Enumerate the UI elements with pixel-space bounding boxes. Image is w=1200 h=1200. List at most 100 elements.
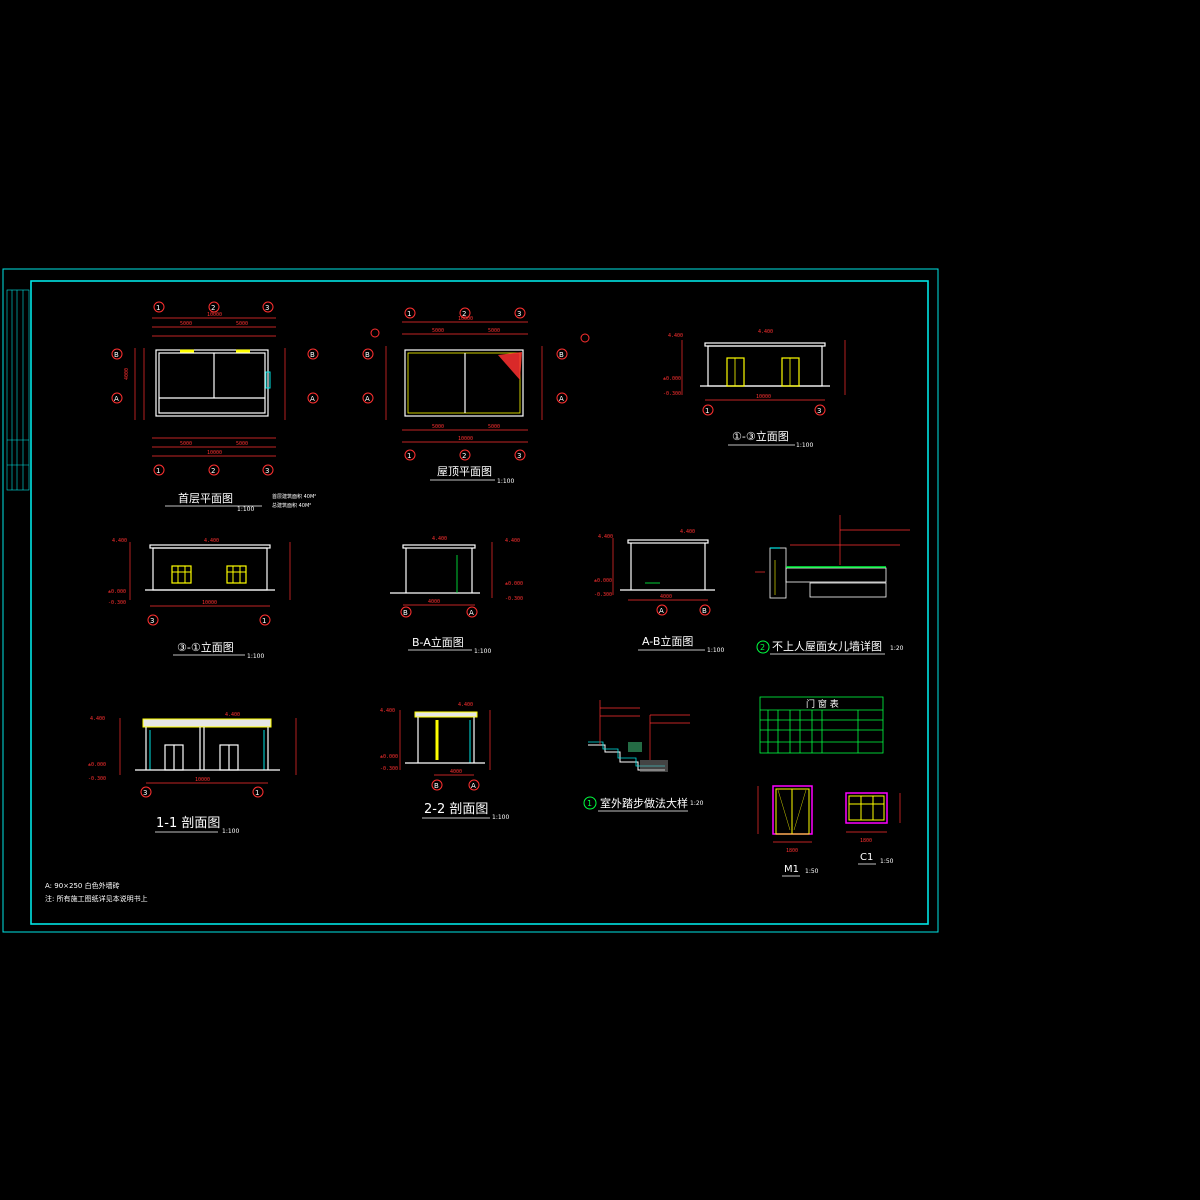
note-line-2: 注: 所有施工图纸详见本说明书上: [45, 894, 148, 903]
ground-plan: 1 2 3 10000 5000 5000 B A B A 4000 5: [111, 301, 319, 513]
step-detail: 1 室外踏步做法大样 1:20: [583, 700, 704, 812]
svg-text:2: 2: [760, 643, 765, 652]
svg-text:4000: 4000: [450, 769, 462, 775]
svg-text:10000: 10000: [202, 600, 217, 606]
svg-text:4.400: 4.400: [380, 708, 395, 714]
svg-text:1:100: 1:100: [222, 828, 239, 835]
svg-text:3: 3: [517, 452, 521, 460]
svg-text:5000: 5000: [432, 424, 444, 430]
svg-text:4.400: 4.400: [505, 538, 520, 544]
svg-text:4.400: 4.400: [598, 534, 613, 540]
svg-text:B: B: [559, 351, 564, 359]
elevation-b-a: 4.400 4.400 ±0.000 -0.300 4000 B A B-A立面…: [390, 536, 523, 655]
svg-text:1: 1: [255, 789, 259, 797]
parapet-detail: 2 不上人屋面女儿墙详图 1:20: [755, 515, 910, 655]
door-window-table: [759, 696, 884, 754]
svg-text:±0.000: ±0.000: [88, 762, 106, 768]
elev-a-b-title: A-B立面图: [642, 634, 693, 648]
svg-text:10000: 10000: [207, 312, 222, 318]
grid-3-top: 3: [265, 304, 269, 312]
svg-text:4000: 4000: [660, 594, 672, 600]
door-m1: 1800 M1 1:50: [757, 785, 819, 877]
outer-frame: [2, 268, 939, 933]
parapet-title: 不上人屋面女儿墙详图: [772, 639, 882, 653]
svg-text:10000: 10000: [756, 394, 771, 400]
svg-text:-0.300: -0.300: [594, 592, 612, 598]
grid-2-top: 2: [211, 304, 215, 312]
svg-text:1: 1: [156, 467, 160, 475]
ground-plan-title: 首层平面图: [178, 491, 233, 505]
c1-title: C1: [860, 852, 873, 863]
grid-1-top: 1: [156, 304, 160, 312]
elevation-1-3: 4.400 4.400 ±0.000 -0.300 10000 1 3 ①-③立…: [663, 329, 846, 449]
svg-text:5000: 5000: [236, 321, 248, 327]
svg-text:-0.300: -0.300: [380, 766, 398, 772]
svg-text:5000: 5000: [236, 441, 248, 447]
elevation-3-1: 4.400 4.400 ±0.000 -0.300 10000 3 1 ③-①立…: [108, 538, 291, 660]
elevation-a-b: 4.400 4.400 ±0.000 -0.300 4000 A B A-B立面…: [594, 529, 724, 654]
svg-text:4.400: 4.400: [458, 702, 473, 708]
elev-1-3-title: ①-③立面图: [732, 429, 789, 443]
svg-text:2: 2: [462, 310, 466, 318]
svg-text:B: B: [310, 351, 315, 359]
left-title-strip: [6, 289, 30, 491]
svg-text:1:100: 1:100: [707, 647, 724, 654]
svg-text:1:50: 1:50: [805, 868, 819, 875]
svg-text:10000: 10000: [195, 777, 210, 783]
svg-text:1:100: 1:100: [237, 506, 254, 513]
svg-text:4000: 4000: [124, 368, 130, 380]
svg-text:5000: 5000: [488, 424, 500, 430]
svg-text:±0.000: ±0.000: [108, 589, 126, 595]
svg-text:±0.000: ±0.000: [663, 376, 681, 382]
svg-text:3: 3: [517, 310, 521, 318]
svg-text:5000: 5000: [180, 321, 192, 327]
svg-text:-0.300: -0.300: [88, 776, 106, 782]
roof-plan: 1 2 3 10000 5000 5000 B A B A 5000 5000 …: [362, 307, 590, 485]
svg-text:4.400: 4.400: [90, 716, 105, 722]
svg-text:±0.000: ±0.000: [380, 754, 398, 760]
svg-text:4.400: 4.400: [758, 329, 773, 335]
svg-text:10000: 10000: [207, 450, 222, 456]
svg-text:4000: 4000: [428, 599, 440, 605]
svg-text:A: A: [559, 395, 564, 403]
svg-text:1:20: 1:20: [690, 800, 704, 807]
svg-text:10000: 10000: [458, 436, 473, 442]
section-2-2-title: 2-2 剖面图: [424, 802, 488, 817]
svg-text:B: B: [403, 609, 408, 617]
svg-text:3: 3: [817, 407, 821, 415]
svg-text:1:100: 1:100: [247, 653, 264, 660]
svg-text:1800: 1800: [786, 848, 798, 854]
svg-text:±0.000: ±0.000: [594, 578, 612, 584]
area-note-2: 总建筑面积 40M²: [272, 502, 311, 509]
svg-text:A: A: [471, 782, 476, 790]
svg-text:1:50: 1:50: [880, 858, 894, 865]
svg-text:A: A: [365, 395, 370, 403]
svg-text:A: A: [469, 609, 474, 617]
svg-text:1:100: 1:100: [492, 814, 509, 821]
svg-text:4.400: 4.400: [668, 333, 683, 339]
svg-text:1: 1: [262, 617, 266, 625]
svg-text:A: A: [659, 607, 664, 615]
svg-text:B: B: [365, 351, 370, 359]
svg-text:2: 2: [462, 452, 466, 460]
svg-text:2: 2: [211, 467, 215, 475]
svg-text:B: B: [114, 351, 119, 359]
note-line-1: A: 90×250 白色外墙砖: [45, 881, 120, 890]
section-2-2: 4.400 4.400 ±0.000 -0.300 4000 B A 2-2 剖…: [380, 702, 509, 821]
svg-text:-0.300: -0.300: [108, 600, 126, 606]
svg-text:5000: 5000: [432, 328, 444, 334]
svg-text:1: 1: [587, 799, 592, 808]
svg-text:1:100: 1:100: [474, 648, 491, 655]
svg-text:1:100: 1:100: [796, 442, 813, 449]
svg-text:1: 1: [407, 310, 411, 318]
svg-text:A: A: [114, 395, 119, 403]
elev-3-1-title: ③-①立面图: [177, 640, 234, 654]
svg-text:1800: 1800: [860, 838, 872, 844]
svg-text:3: 3: [143, 789, 147, 797]
roof-plan-title: 屋顶平面图: [437, 465, 492, 478]
svg-text:±0.000: ±0.000: [505, 581, 523, 587]
section-1-1-title: 1-1 剖面图: [156, 816, 220, 831]
area-note-1: 首层建筑面积 40M²: [272, 493, 316, 500]
inner-frame: [30, 280, 929, 925]
